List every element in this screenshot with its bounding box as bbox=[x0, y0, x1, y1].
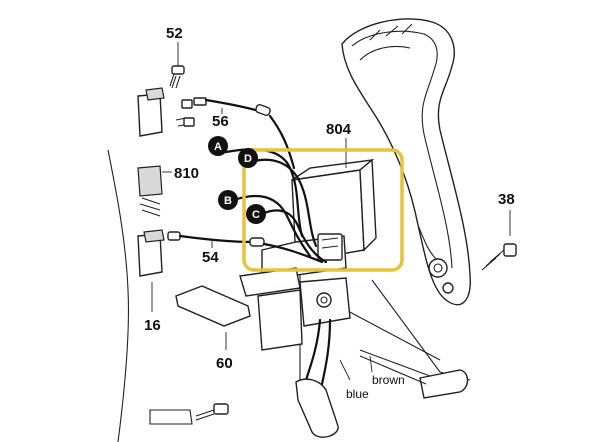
label-16: 16 bbox=[144, 317, 161, 334]
callout-c: C bbox=[246, 204, 266, 224]
label-60: 60 bbox=[216, 355, 233, 372]
screw-52 bbox=[169, 42, 185, 89]
switch-wiring bbox=[224, 114, 328, 264]
svg-text:A: A bbox=[214, 141, 222, 153]
cover-60 bbox=[175, 285, 251, 350]
label-56: 56 bbox=[212, 113, 229, 130]
label-blue: blue bbox=[346, 387, 369, 401]
label-38: 38 bbox=[498, 191, 515, 208]
carbon-brush-810 bbox=[137, 165, 172, 217]
wire-54 bbox=[178, 234, 265, 248]
label-52: 52 bbox=[166, 25, 183, 42]
screw-bottom bbox=[195, 403, 229, 421]
svg-text:D: D bbox=[244, 153, 252, 165]
brush-holder-upper bbox=[137, 87, 207, 137]
label-804: 804 bbox=[326, 121, 352, 138]
callout-a: A bbox=[208, 136, 228, 156]
svg-text:C: C bbox=[252, 209, 260, 221]
switch-trigger-body bbox=[239, 267, 351, 351]
callout-b: B bbox=[218, 190, 238, 210]
screw-38 bbox=[481, 210, 517, 271]
svg-text:B: B bbox=[224, 195, 232, 207]
wire-56 bbox=[204, 98, 271, 117]
housing-handle bbox=[341, 18, 471, 306]
brush-holder-lower bbox=[137, 229, 181, 312]
power-cord bbox=[295, 318, 469, 438]
switch-804 bbox=[261, 138, 377, 281]
callout-d: D bbox=[238, 148, 258, 168]
highlight-box bbox=[242, 148, 404, 272]
label-54: 54 bbox=[202, 249, 219, 266]
label-brown: brown bbox=[372, 373, 405, 387]
label-810: 810 bbox=[174, 165, 199, 182]
